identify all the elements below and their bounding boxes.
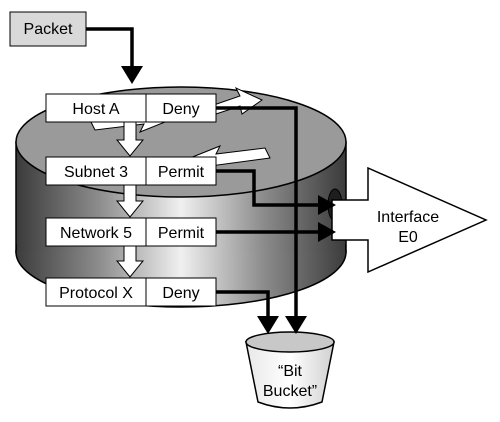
arrowhead-icon: [318, 195, 336, 215]
rule-action: Permit: [158, 225, 205, 242]
deny-arrow-protocol-x: [216, 290, 270, 318]
rule-match: Subnet 3: [64, 164, 128, 181]
down-arrow-icon: [115, 245, 145, 278]
deny-arrow-host-a: [216, 106, 298, 318]
packet-box: Packet: [9, 11, 87, 47]
arrowhead-icon: [318, 222, 336, 242]
rule-match: Network 5: [60, 225, 132, 242]
interface-line1: Interface: [377, 209, 439, 226]
arrowhead-icon: [257, 316, 279, 334]
rule-row-protocol-x: Protocol X Deny: [45, 277, 217, 307]
arrowhead-icon: [285, 316, 307, 334]
rule-row-host-a: Host A Deny: [45, 93, 217, 123]
rule-row-network-5: Network 5 Permit: [45, 217, 217, 247]
bucket-line1: “Bit: [278, 363, 303, 380]
bucket-line2: Bucket”: [263, 383, 317, 400]
packet-arrow: [86, 27, 134, 74]
flow-down-arrows: [115, 121, 145, 278]
rule-match: Protocol X: [59, 285, 133, 302]
down-arrow-icon: [115, 121, 145, 157]
bit-bucket: “Bit Bucket”: [245, 331, 335, 409]
interface-line2: E0: [398, 229, 418, 246]
packet-arrowhead-icon: [121, 66, 143, 84]
rule-row-subnet-3: Subnet 3 Permit: [45, 156, 217, 186]
permit-arrow-subnet-3: [216, 169, 322, 207]
rule-action: Deny: [162, 101, 199, 118]
rule-action: Deny: [162, 285, 199, 302]
down-arrow-icon: [115, 184, 145, 218]
rule-match: Host A: [72, 101, 119, 118]
rule-action: Permit: [158, 164, 205, 181]
interface-e0: Interface E0: [331, 166, 488, 274]
packet-label: Packet: [24, 21, 73, 38]
